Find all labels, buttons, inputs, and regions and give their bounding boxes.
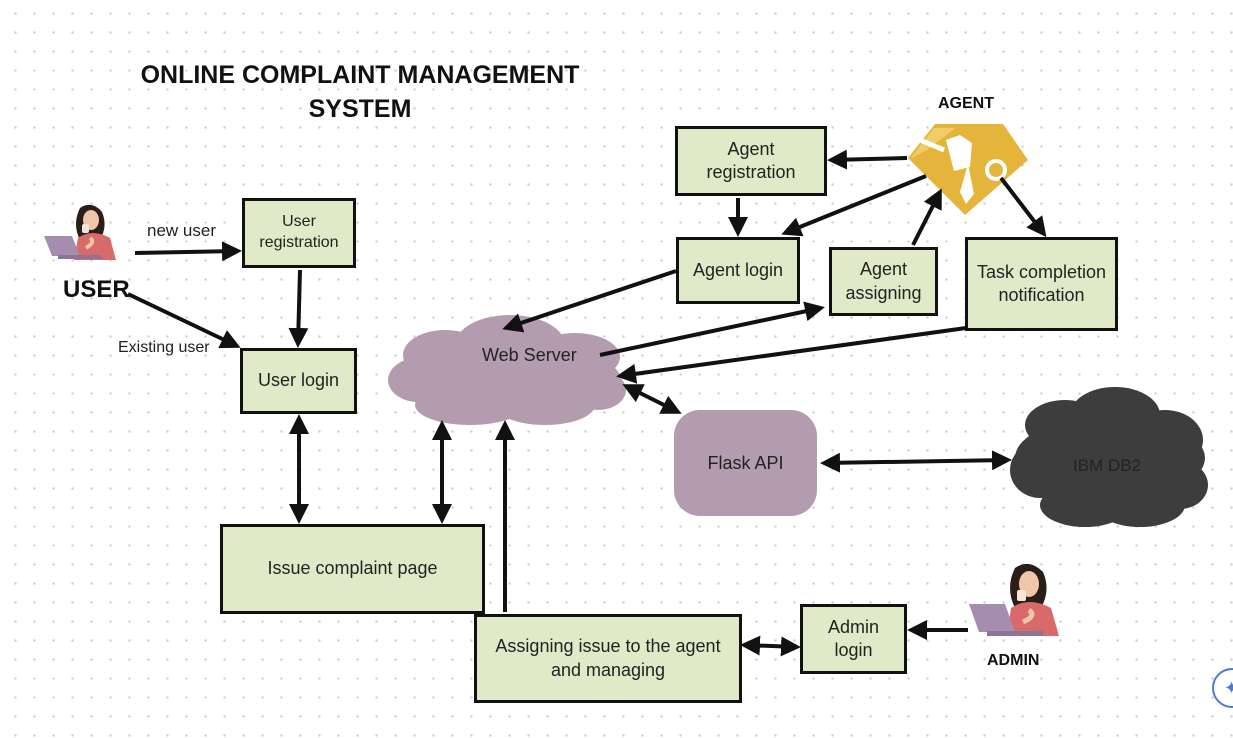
user-actor-label: USER <box>63 276 130 303</box>
issue-complaint-page-label: Issue complaint page <box>267 558 438 579</box>
admin-login-box: Admin login <box>800 604 907 674</box>
agent-login-box: Agent login <box>676 237 800 304</box>
flask-api-node: Flask API <box>674 410 817 516</box>
agent-registration-label: Agent registration <box>706 138 796 182</box>
admin-person-laptop-icon <box>967 560 1067 642</box>
agent-assigning-label: Agent assigning <box>845 259 922 303</box>
flask-api-label: Flask API <box>707 452 784 473</box>
existing-user-edge-label: Existing user <box>118 339 210 356</box>
agent-actor-label: AGENT <box>938 95 994 112</box>
user-person-laptop-icon <box>42 200 124 264</box>
task-completion-notification-box: Task completion notification <box>965 237 1118 331</box>
user-registration-label: User registration <box>259 213 339 251</box>
user-login-box: User login <box>240 348 357 414</box>
ibm-db2-cloud <box>1010 387 1208 527</box>
fist-wrench-badge-icon <box>908 124 1028 215</box>
task-completion-notification-label: Task completion notification <box>976 261 1107 305</box>
agent-registration-box: Agent registration <box>675 126 827 196</box>
agent-login-label: Agent login <box>692 259 784 280</box>
page-title: ONLINE COMPLAINT MANAGEMENT SYSTEM <box>140 61 580 123</box>
web-server-cloud <box>388 315 626 425</box>
admin-login-label: Admin login <box>827 616 880 660</box>
admin-actor-label: ADMIN <box>987 652 1040 669</box>
assigning-issue-box: Assigning issue to the agent and managin… <box>474 614 742 703</box>
web-server-label: Web Server <box>482 345 577 365</box>
assigning-issue-label: Assigning issue to the agent and managin… <box>495 636 721 680</box>
ibm-db2-label: IBM DB2 <box>1073 456 1142 475</box>
user-login-label: User login <box>257 370 340 391</box>
user-registration-box: User registration <box>242 198 356 268</box>
new-user-edge-label: new user <box>147 221 216 240</box>
issue-complaint-page-box: Issue complaint page <box>220 524 485 614</box>
agent-assigning-box: Agent assigning <box>829 247 938 316</box>
